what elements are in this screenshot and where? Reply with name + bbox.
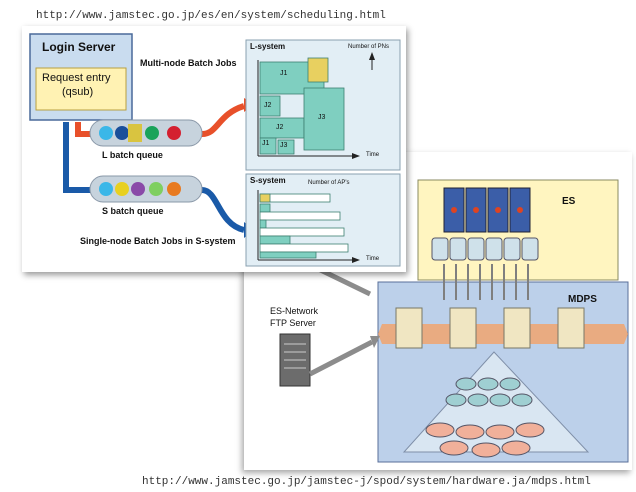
scheduling-panel: Login Server Request entry (qsub) Multi-… [22,26,406,272]
login-server-title: Login Server [42,40,116,54]
top-url-caption: http://www.jamstec.go.jp/es/en/system/sc… [36,10,386,22]
l-job-label: J1 [280,70,288,77]
scheduling-diagram [29,33,401,267]
ftp-label-line1: ES-Network [270,306,319,316]
hardware-diagram [279,179,629,463]
s-system-axis-label: Number of AP's [308,180,350,186]
s-queue-arrow [63,122,92,193]
l-job-label: J1 [262,140,270,147]
l-system-jobs [259,57,345,155]
request-entry-line1: Request entry [42,72,111,84]
l-system-time-label: Time [366,152,380,158]
single-node-caption: Single-node Batch Jobs in S-system [80,236,236,246]
es-label: ES [562,196,576,207]
l-queue-arrow [75,122,92,137]
s-system-title: S-system [250,176,286,185]
ftp-arrow-head [370,336,380,348]
mdps-servers-icon [395,307,585,349]
l-job-label: J3 [318,114,326,121]
s-system-jobs [259,193,349,259]
l-job-label: J2 [264,102,272,109]
s-system-time-label: Time [366,256,380,262]
mdps-label: MDPS [568,294,597,305]
multi-node-caption: Multi-node Batch Jobs [140,58,237,68]
es-disks-icon [431,237,539,261]
mdps-storage-icon [425,377,545,458]
ftp-label-line2: FTP Server [270,318,316,328]
l-system-title: L-system [250,42,286,51]
bottom-url-caption: http://www.jamstec.go.jp/jamstec-j/spod/… [142,476,591,488]
l-queue-label: L batch queue [102,150,163,160]
l-job-label: J2 [276,124,284,131]
request-entry-line2: (qsub) [62,86,94,98]
es-mdps-links [443,264,529,300]
l-system-axis-label: Number of PNs [348,44,390,50]
hardware-panel: ES MDPS ES-Network FTP Server [244,152,632,470]
s-queue-label: S batch queue [102,206,164,216]
request-entry-box [35,67,127,111]
l-job-label: J3 [280,142,288,149]
es-racks-icon [443,187,531,233]
ftp-server-icon [279,333,311,387]
